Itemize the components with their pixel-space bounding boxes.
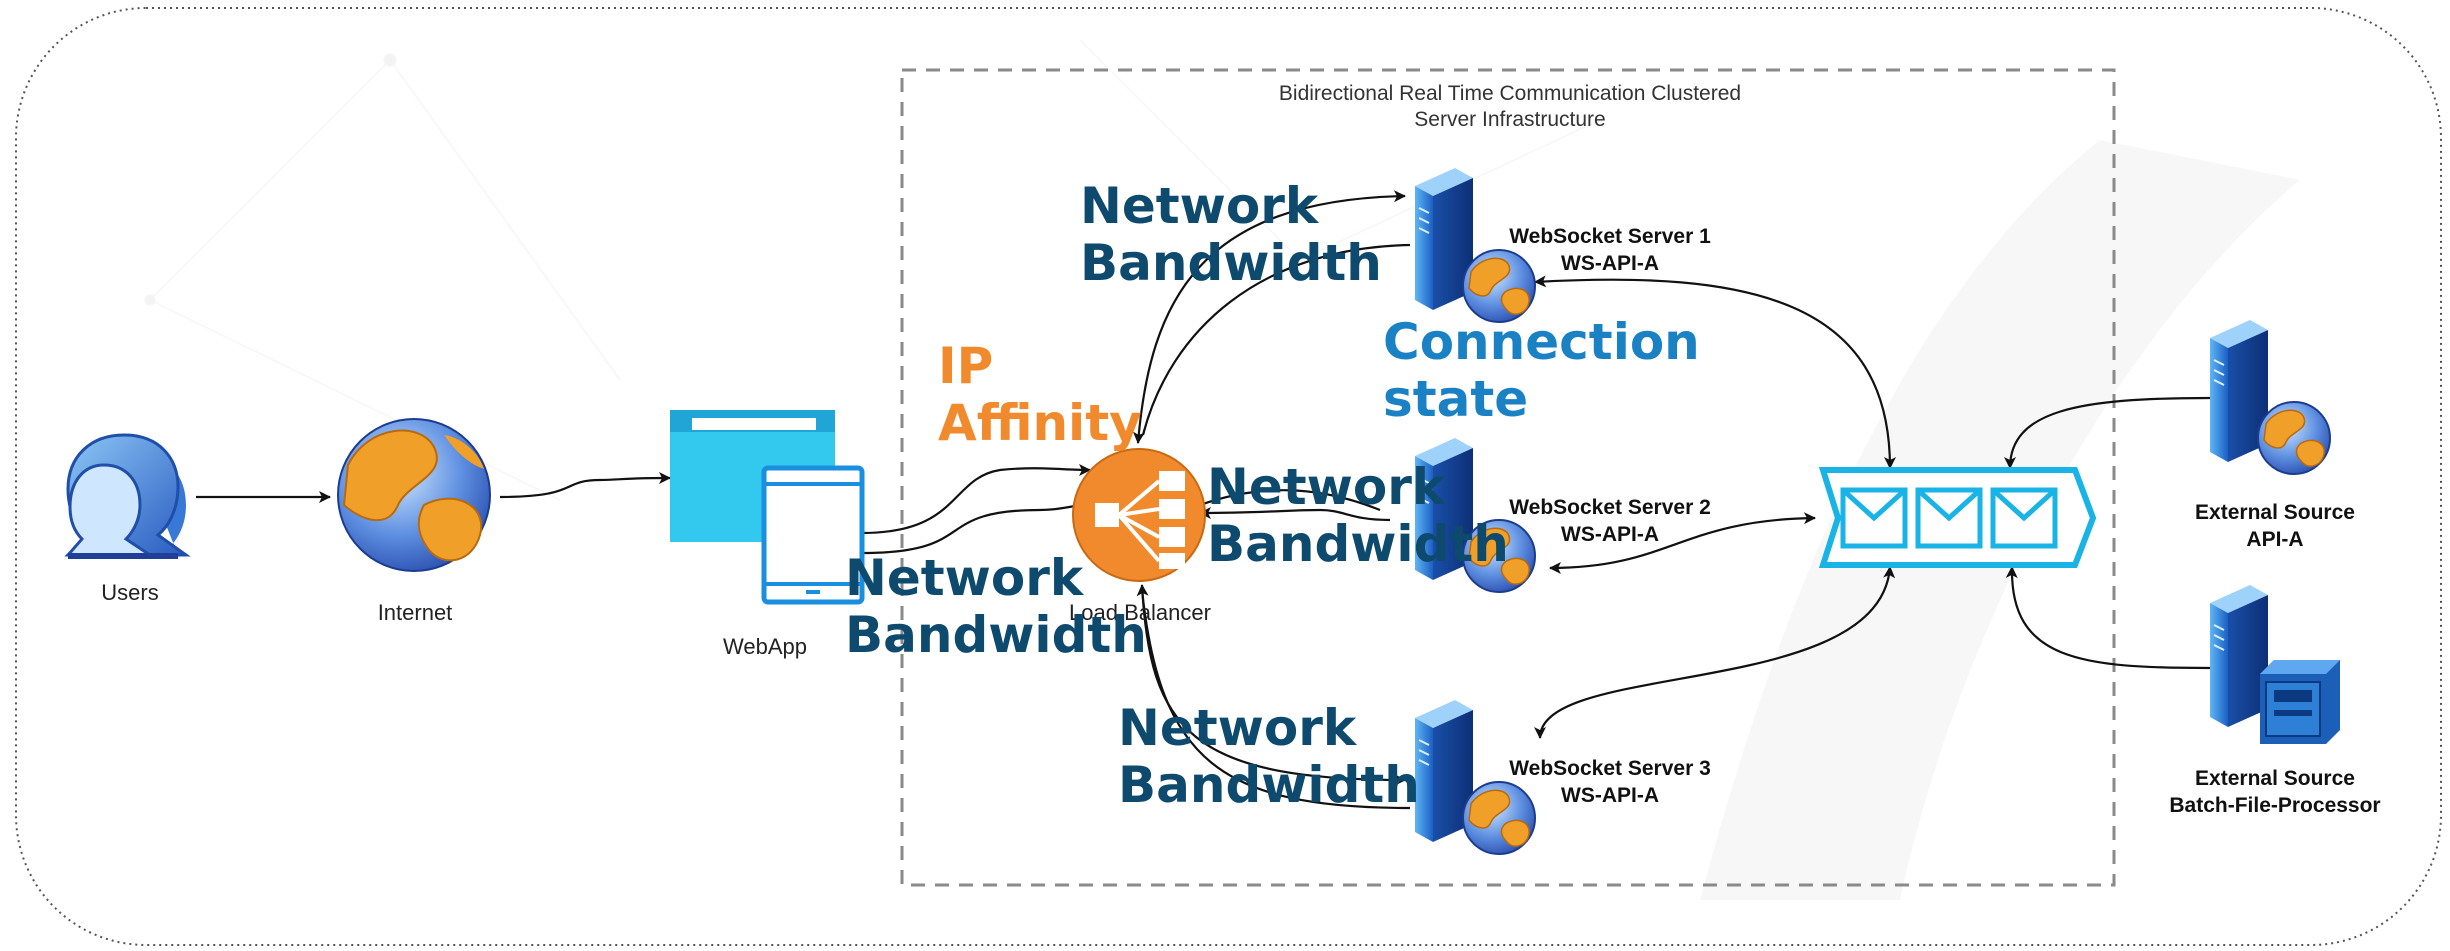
internet-to-webapp-arrow — [499, 472, 671, 499]
ip-affinity-annotation: IP Affinity — [938, 338, 1142, 452]
bandwidth-annotation-top: Network Bandwidth — [1080, 178, 1382, 292]
webapp-label: WebApp — [723, 634, 807, 659]
load-balancer-label: Load Balancer — [1069, 600, 1211, 625]
server2-queue-link — [1549, 512, 1816, 574]
server3-api: WS-API-A — [1561, 784, 1659, 807]
bandwidth-annotation-left: Network Bandwidth — [845, 550, 1147, 664]
annotation-line: Network — [1118, 699, 1357, 757]
server2-name: WebSocket Server 2 — [1509, 496, 1711, 519]
webapp-to-lb-arrow — [861, 463, 1091, 535]
annotation-line: state — [1383, 370, 1529, 428]
server1-name: WebSocket Server 1 — [1509, 225, 1711, 248]
users-icon — [64, 433, 198, 559]
internet-label: Internet — [377, 600, 453, 625]
bandwidth-annotation-middle: Network Bandwidth — [1207, 459, 1509, 573]
cluster-title-line1: Bidirectional Real Time Communication Cl… — [1278, 82, 1742, 105]
ext-batch-line1: External Source — [2195, 767, 2355, 790]
lb-server2-link — [1199, 506, 1391, 522]
load-balancer-icon — [1072, 448, 1206, 582]
background-pattern — [144, 39, 1601, 501]
annotation-line: Network — [1080, 177, 1319, 235]
lb-server3-link — [1136, 584, 1406, 786]
extapi-to-queue-arrow — [2004, 396, 2211, 469]
annotation-line: Affinity — [938, 394, 1142, 452]
globe-icon — [337, 418, 491, 572]
tablet-icon — [761, 465, 865, 605]
ext-api-line2: API-A — [2246, 528, 2304, 551]
connection-state-annotation: Connection state — [1383, 314, 1700, 428]
server3-queue-link — [1534, 566, 1896, 739]
annotation-line: Network — [1207, 458, 1446, 516]
annotation-line: Bandwidth — [1207, 515, 1509, 573]
annotation-line: Network — [845, 549, 1084, 607]
server2-api: WS-API-A — [1561, 523, 1659, 546]
extbatch-to-queue-arrow — [2005, 566, 2211, 670]
annotation-line: Bandwidth — [1118, 756, 1420, 814]
server1-queue-link — [1534, 275, 1896, 469]
connectors — [196, 190, 2211, 810]
outer-frame — [15, 7, 2442, 946]
users-label: Users — [101, 580, 159, 605]
bandwidth-annotation-bottom: Network Bandwidth — [1118, 700, 1420, 814]
batch-file-icon — [2260, 660, 2340, 744]
cluster-title-line2: Server Infrastructure — [1414, 108, 1606, 131]
ext-batch-line2: Batch-File-Processor — [2169, 794, 2381, 817]
annotation-line: Bandwidth — [845, 606, 1147, 664]
cluster-boundary — [900, 68, 2116, 887]
annotation-line: Bandwidth — [1080, 234, 1382, 292]
server3-name: WebSocket Server 3 — [1509, 757, 1711, 780]
server-icon — [2209, 584, 2269, 728]
annotation-line: IP — [938, 337, 994, 395]
message-queue-icon — [1818, 467, 2097, 568]
server1-api: WS-API-A — [1561, 252, 1659, 275]
ext-api-line1: External Source — [2195, 501, 2355, 524]
annotation-line: Connection — [1383, 313, 1700, 371]
lb-server1-link — [1132, 190, 1406, 444]
